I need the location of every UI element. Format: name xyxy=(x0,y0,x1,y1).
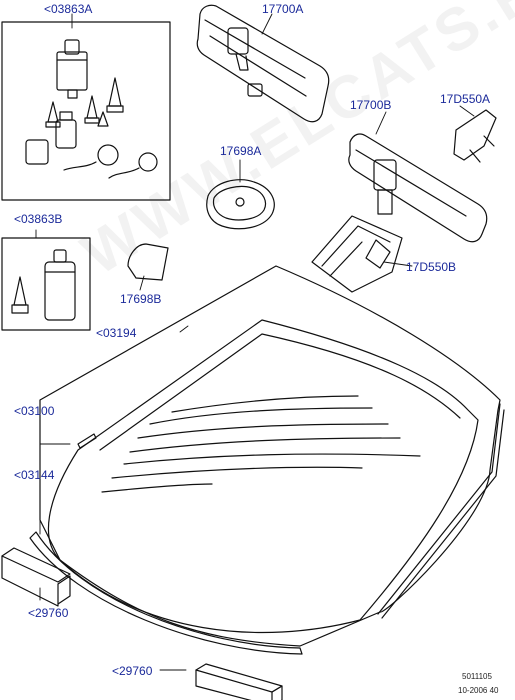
sensor-b-drawing xyxy=(311,215,403,293)
leader-lines xyxy=(35,13,475,671)
callout-spacer-left: <29760 xyxy=(28,606,69,620)
mirror-a-drawing xyxy=(196,4,330,123)
kit-b-box xyxy=(1,237,91,331)
callout-mirror-a: 17700A xyxy=(262,2,304,16)
callout-clip: 17698B xyxy=(120,292,162,306)
left-seal-upper xyxy=(77,433,97,449)
callout-spacer-bottom: <29760 xyxy=(112,664,153,678)
callout-glass: <03194 xyxy=(96,326,137,340)
bottom-moulding xyxy=(29,531,303,655)
windshield-frame xyxy=(39,265,501,647)
callout-kit-b: <03863B xyxy=(14,212,63,226)
callout-pad: 17698A xyxy=(220,144,262,158)
spacer-left-drawing xyxy=(1,547,71,607)
windshield-glass xyxy=(47,319,479,634)
sensor-a-drawing xyxy=(453,109,497,163)
windshield-inner-line xyxy=(99,333,461,451)
callout-sensor-a: 17D550A xyxy=(440,92,491,106)
footer-date: 10-2006 40 xyxy=(458,686,499,695)
mirror-b-drawing xyxy=(348,133,488,243)
callout-seal-lower: <03144 xyxy=(14,468,55,482)
side-seal xyxy=(377,403,505,619)
callout-kit-a: <03863A xyxy=(44,2,93,16)
callout-sensor-b: 17D550B xyxy=(406,260,457,274)
kit-a-box xyxy=(1,21,171,201)
glass-reflection-lines xyxy=(101,395,421,493)
pad-drawing xyxy=(206,179,275,230)
callout-mirror-b: 17700B xyxy=(350,98,392,112)
callout-seal-upper: <03100 xyxy=(14,404,55,418)
spacer-bottom-drawing xyxy=(195,663,283,700)
footer-number: 5011105 xyxy=(462,672,492,681)
clip-drawing xyxy=(127,243,169,281)
